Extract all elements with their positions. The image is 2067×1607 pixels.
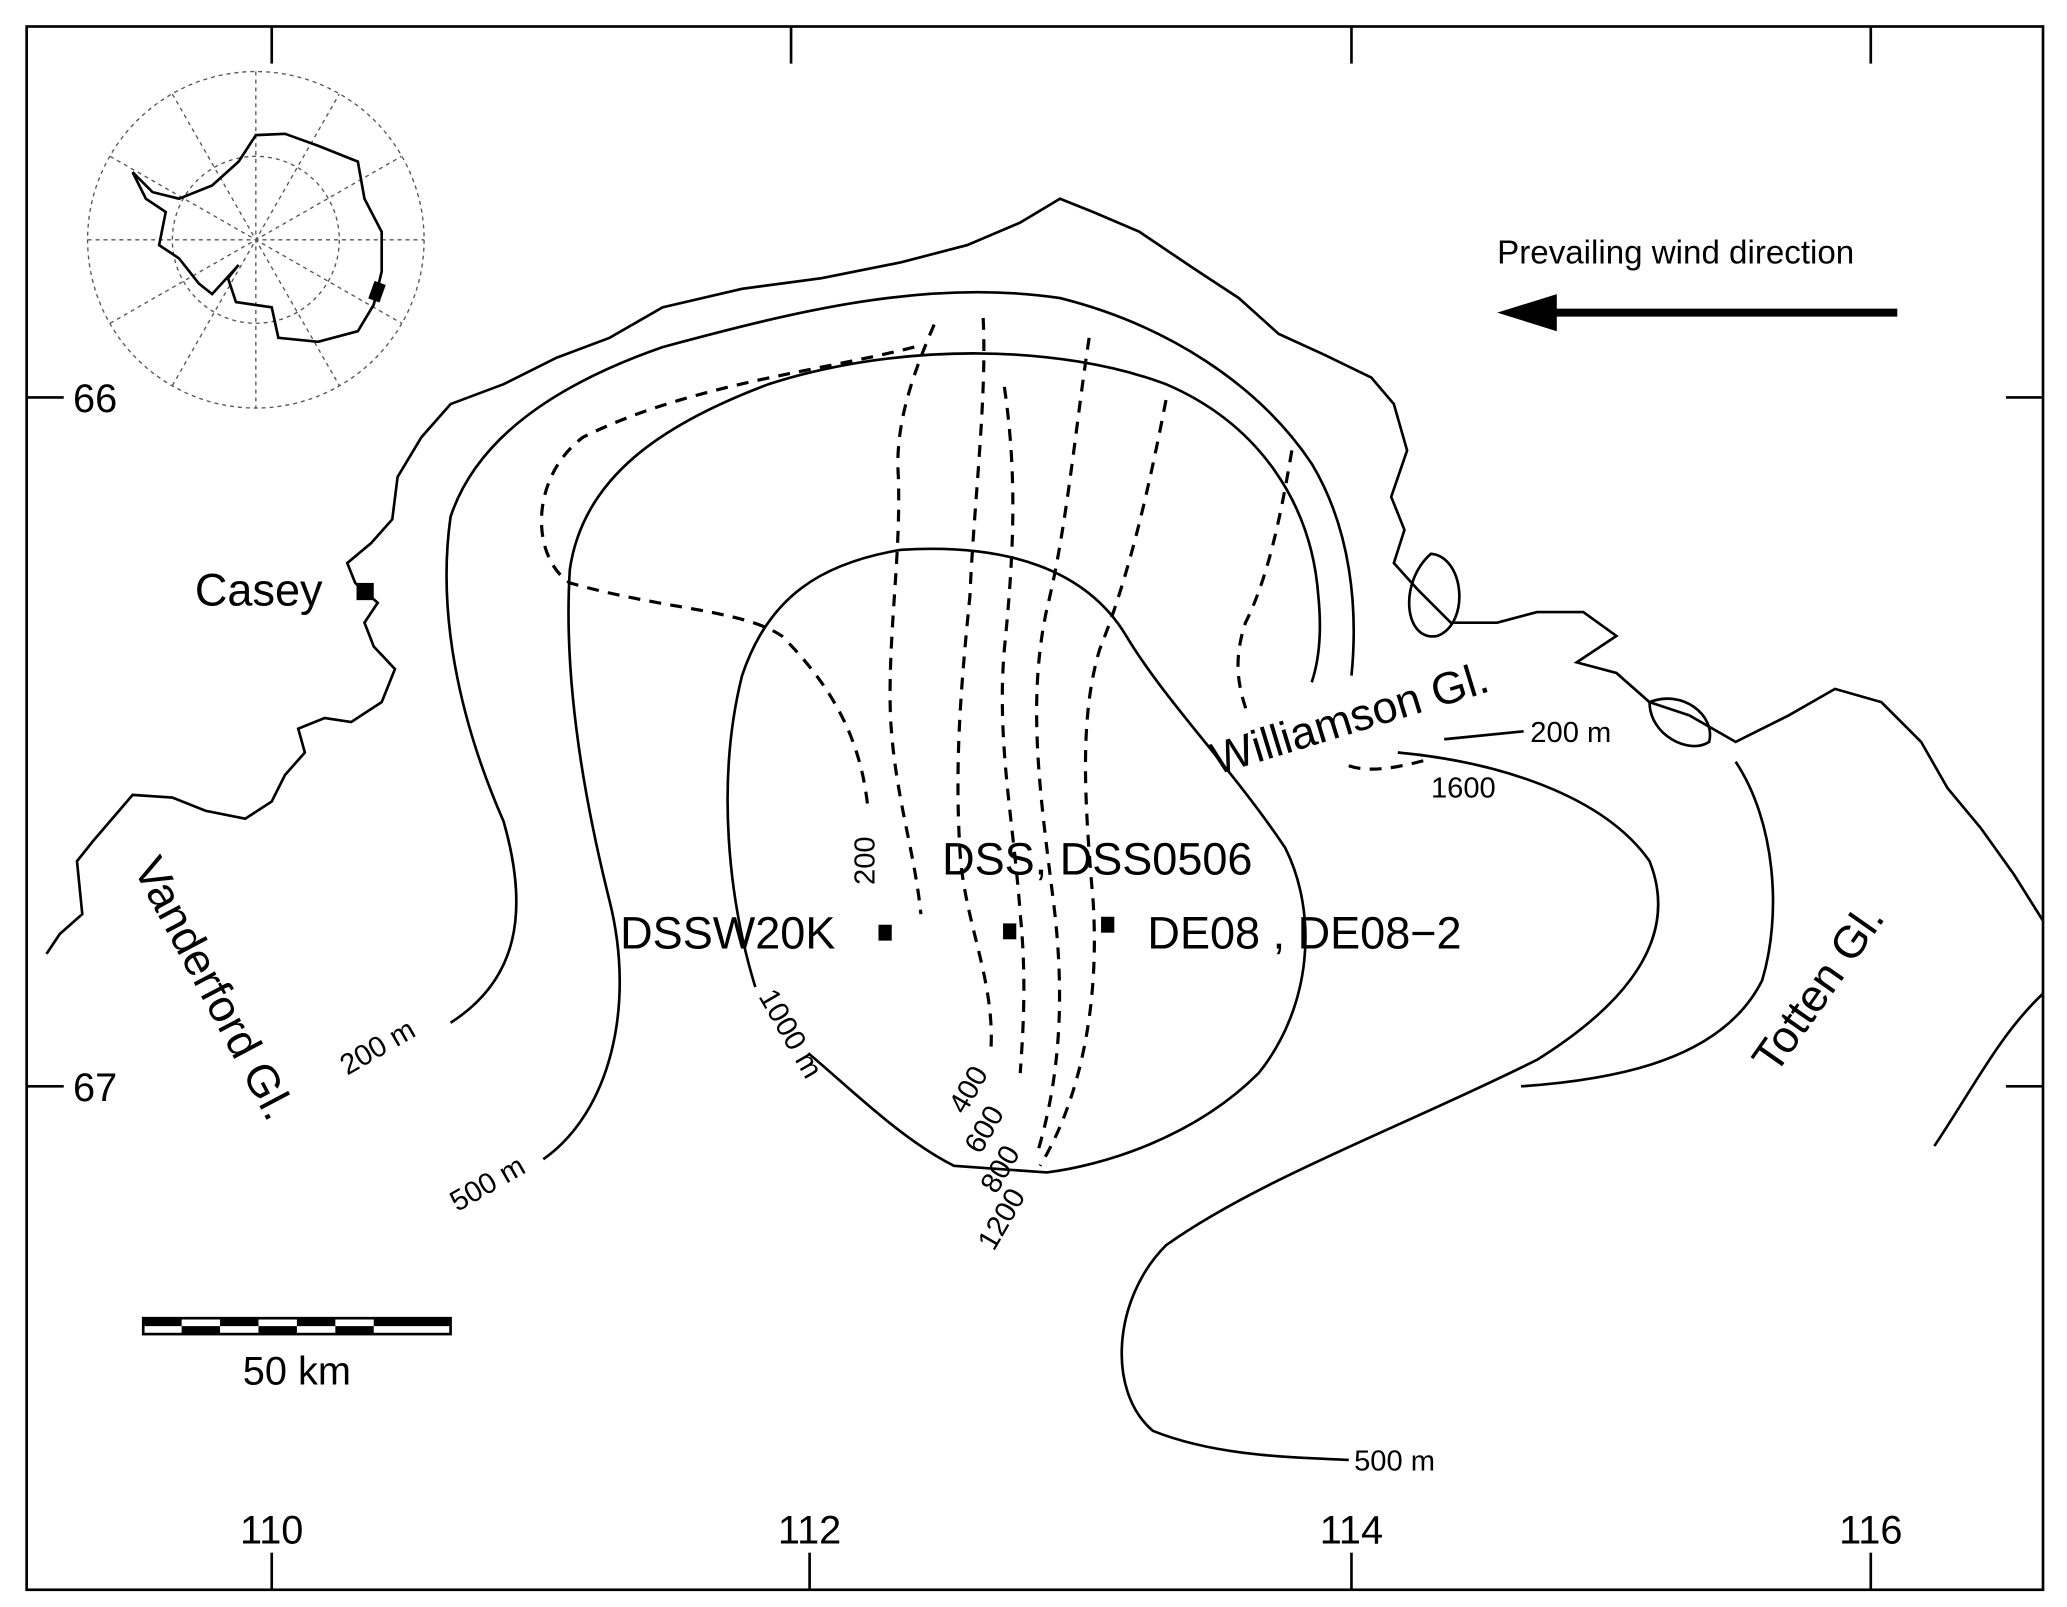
contour-label-500m-south: 500 m bbox=[1354, 1446, 1435, 1478]
site-label-dssw20k: DSSW20K bbox=[620, 908, 835, 959]
site-marker-dss bbox=[1003, 923, 1017, 940]
dashed-contour-200 bbox=[888, 323, 936, 915]
dashed-contour-600 bbox=[1000, 386, 1026, 1074]
site-marker-de08 bbox=[1101, 916, 1115, 933]
lon-tick-110: 110 bbox=[240, 1508, 303, 1552]
contour-label-d200: 200 bbox=[850, 836, 882, 885]
map-frame bbox=[25, 25, 2045, 1592]
lon-tick-114: 114 bbox=[1320, 1508, 1383, 1552]
contour-label-d1200: 1200 bbox=[972, 1183, 1032, 1255]
contour-label-200m-west: 200 m bbox=[335, 1014, 421, 1082]
study-area-marker bbox=[368, 280, 386, 303]
site-label-dss: DSS, DSS0506 bbox=[942, 833, 1252, 884]
contour-200m-east bbox=[1120, 751, 1660, 1462]
dashed-contour-800 bbox=[1035, 337, 1091, 1154]
dashed-contour-loop bbox=[540, 345, 915, 809]
dashed-contour-1200 bbox=[1038, 399, 1168, 1167]
label-vanderford-glacier: Vanderford Gl. bbox=[124, 849, 305, 1129]
label-totten-glacier: Totten Gl. bbox=[1742, 894, 1894, 1081]
contour-label-500m-west: 500 m bbox=[445, 1150, 531, 1218]
lat-tick-66: 66 bbox=[73, 377, 117, 421]
dashed-contour-east bbox=[1236, 450, 1294, 716]
wind-direction-label: Prevailing wind direction bbox=[1497, 235, 1854, 272]
dashed-contour-1600 bbox=[1348, 758, 1425, 771]
lon-tick-112: 112 bbox=[778, 1508, 841, 1552]
dashed-contour-400 bbox=[956, 317, 993, 1047]
wind-arrow-icon bbox=[1497, 294, 1898, 332]
site-marker-dssw20k bbox=[878, 924, 892, 941]
contour-label-1600: 1600 bbox=[1431, 773, 1496, 805]
axis-ticks bbox=[26, 26, 2044, 1590]
coastline bbox=[45, 197, 2045, 955]
contour-200m-west bbox=[445, 290, 1356, 1024]
contour-500m-west bbox=[542, 352, 1322, 1161]
scale-bar bbox=[141, 1316, 452, 1336]
contour-label-200m-east: 200 m bbox=[1530, 717, 1611, 749]
antarctica-inset bbox=[86, 70, 425, 409]
lon-tick-116: 116 bbox=[1839, 1508, 1902, 1552]
lat-tick-67: 67 bbox=[73, 1066, 117, 1110]
site-label-de08: DE08 , DE08−2 bbox=[1147, 908, 1461, 959]
island bbox=[1407, 552, 1461, 638]
contour-1000m bbox=[726, 547, 1307, 1174]
casey-marker bbox=[356, 582, 374, 601]
label-casey: Casey bbox=[195, 564, 323, 615]
scale-label: 50 km bbox=[243, 1349, 351, 1393]
contour-label-1000m: 1000 m bbox=[752, 984, 828, 1084]
